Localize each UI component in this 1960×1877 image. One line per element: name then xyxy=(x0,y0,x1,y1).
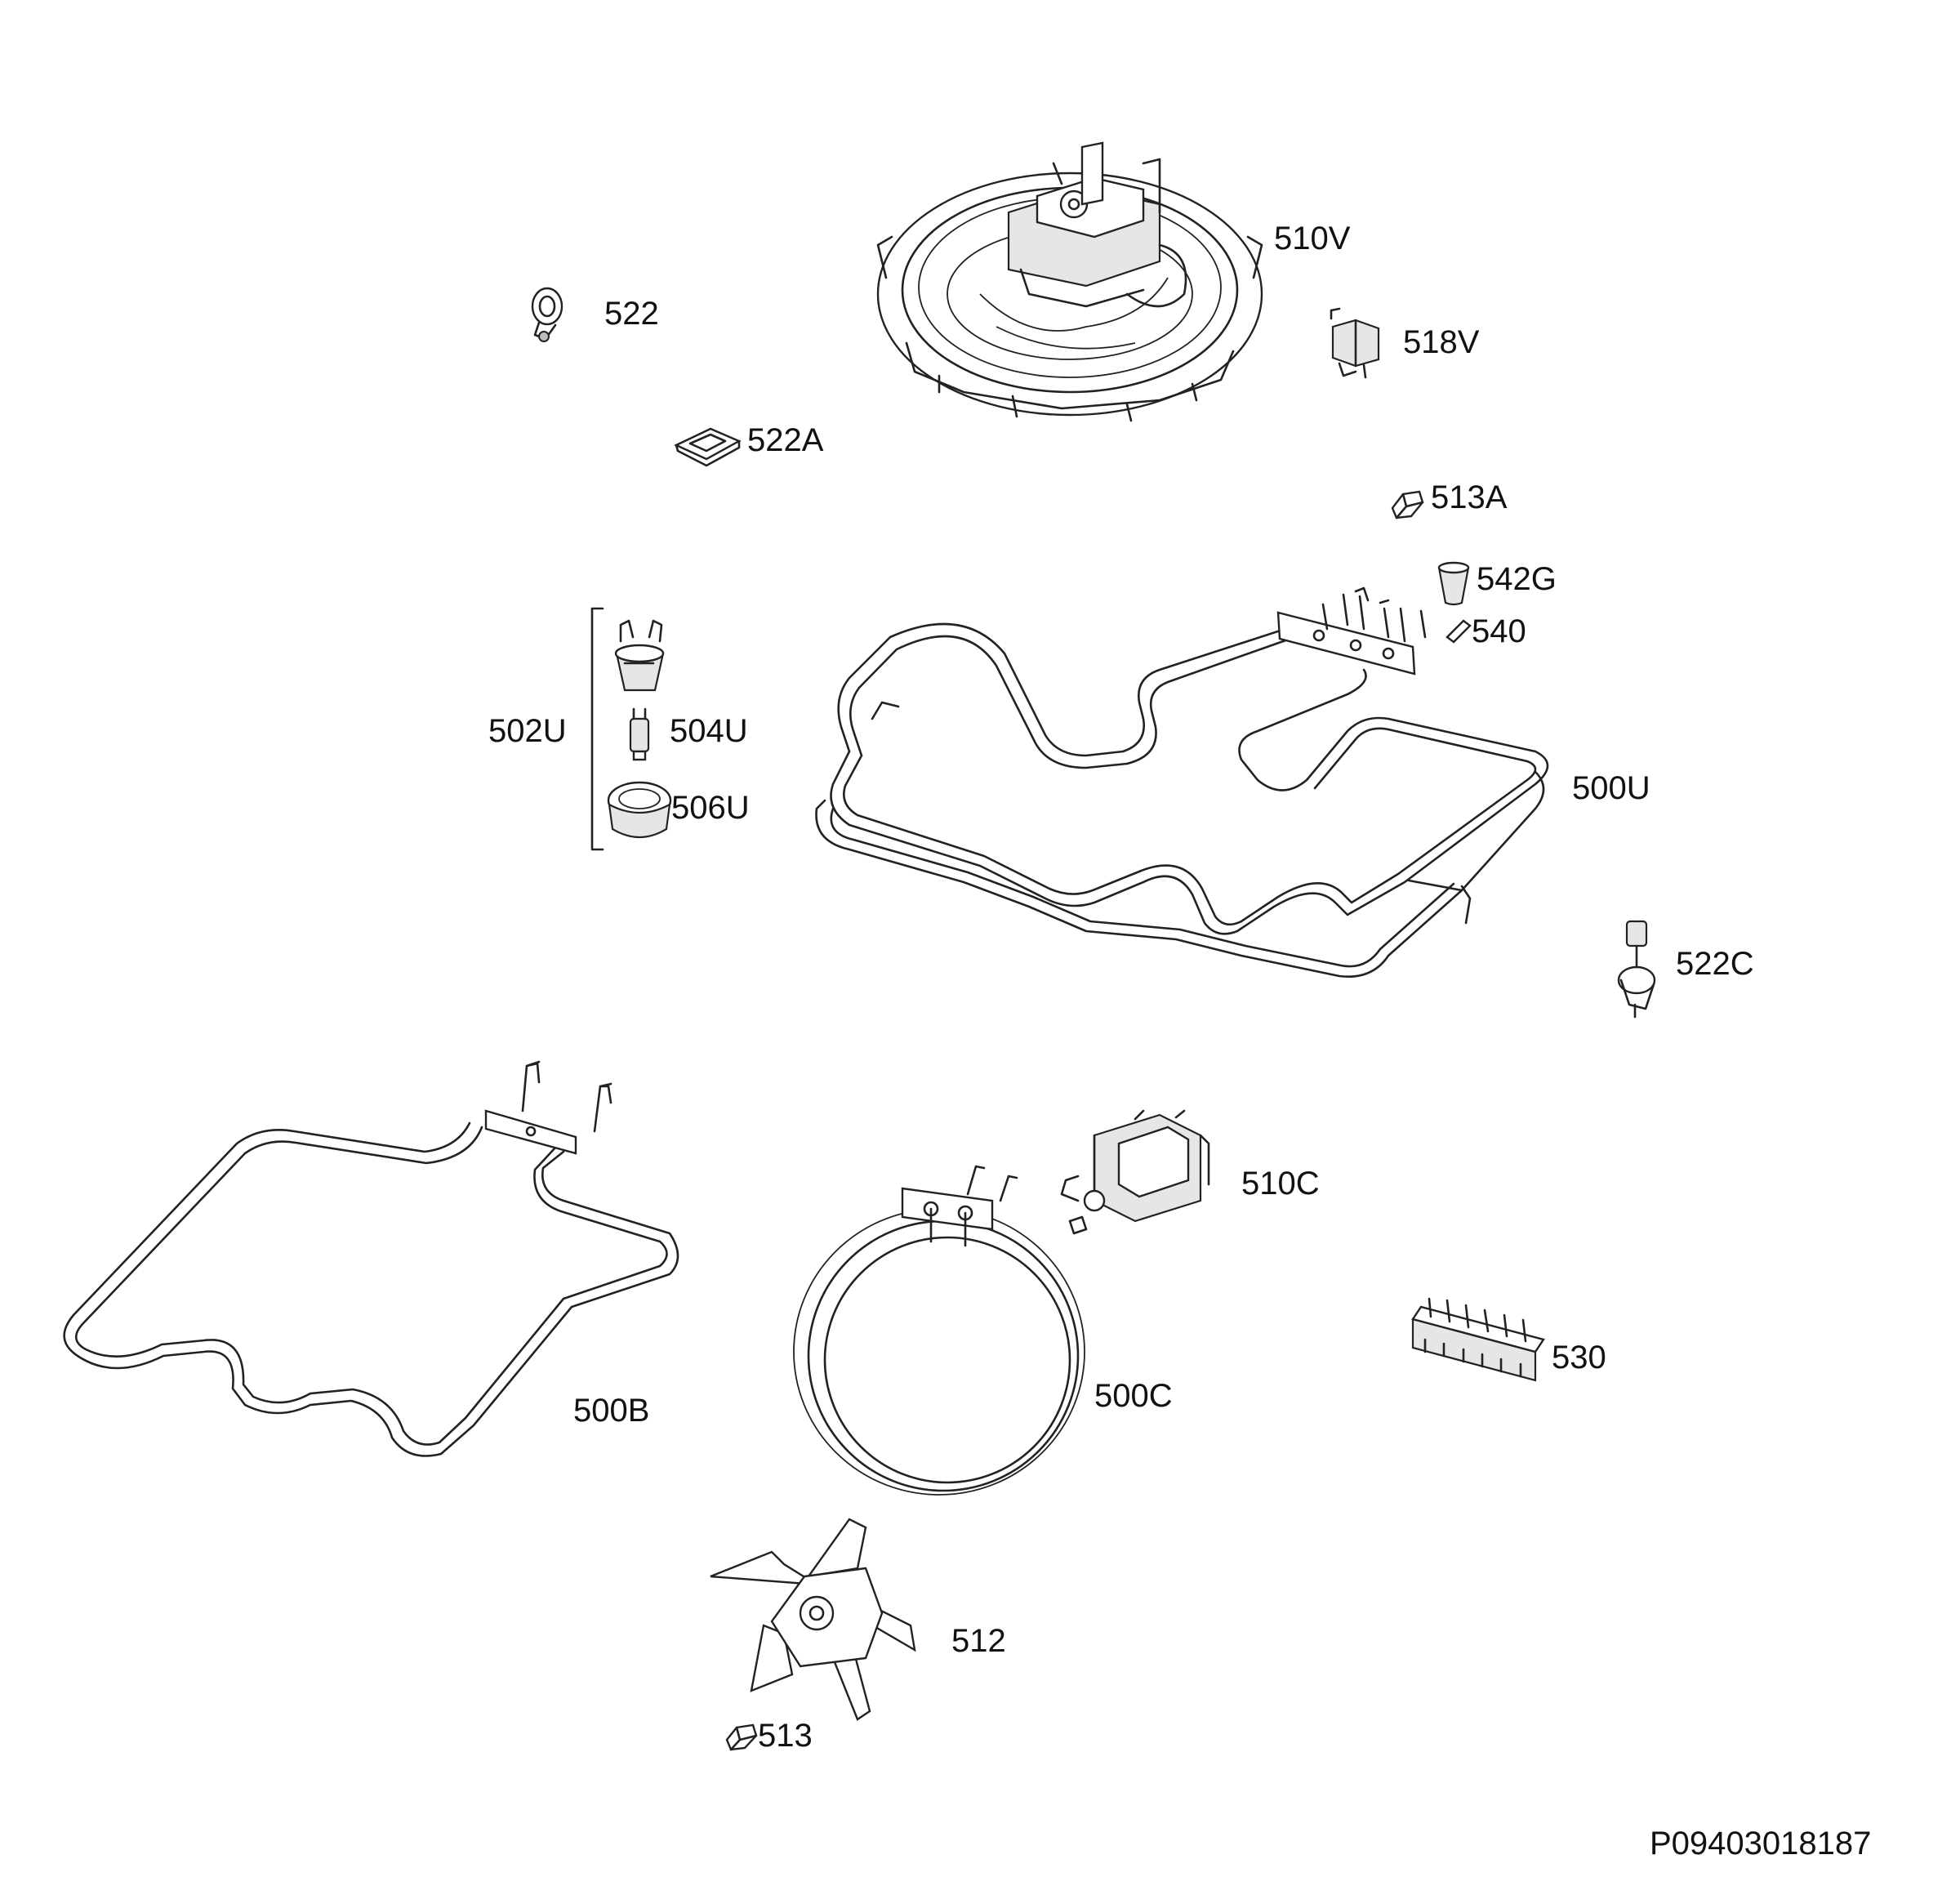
label-530: 530 xyxy=(1552,1340,1606,1375)
part-512-fan-blade xyxy=(710,1518,916,1721)
part-530-terminal-block xyxy=(1411,1297,1545,1382)
part-500c-ring-element xyxy=(793,1165,1085,1496)
label-522c: 522C xyxy=(1676,946,1754,982)
label-500b: 500B xyxy=(573,1393,649,1429)
label-522: 522 xyxy=(604,296,659,332)
part-522-clamp xyxy=(531,287,564,342)
label-510c: 510C xyxy=(1241,1166,1320,1202)
label-518v: 518V xyxy=(1403,324,1480,360)
label-504u: 504U xyxy=(670,713,748,749)
label-513: 513 xyxy=(758,1718,813,1754)
part-518v-bracket xyxy=(1330,307,1380,379)
part-510c-motor xyxy=(1060,1109,1210,1235)
part-506u-glass-cover xyxy=(607,781,672,838)
label-510v: 510V xyxy=(1274,221,1351,256)
part-504u-lamp xyxy=(629,707,650,761)
label-512: 512 xyxy=(951,1623,1006,1659)
diagram-code: P09403018187 xyxy=(1650,1826,1871,1861)
part-513a-nut xyxy=(1391,490,1424,519)
part-510v-fan-housing xyxy=(876,141,1263,422)
label-522a: 522A xyxy=(747,422,824,458)
part-542g-cap xyxy=(1437,561,1470,606)
label-513a: 513A xyxy=(1431,479,1508,515)
part-540-pin xyxy=(1446,619,1472,644)
part-522c-sensor xyxy=(1617,920,1656,1019)
part-502u-lamp-holder xyxy=(614,619,665,692)
part-500u-grill-element xyxy=(815,586,1549,978)
group-bracket-502u xyxy=(590,607,604,851)
label-502u: 502U xyxy=(488,713,567,749)
label-542g: 542G xyxy=(1477,561,1557,597)
label-500u: 500U xyxy=(1572,770,1650,806)
part-522a-plate xyxy=(674,427,742,467)
label-540: 540 xyxy=(1472,613,1526,649)
part-500b-bottom-element xyxy=(63,1060,679,1457)
part-513-nut xyxy=(725,1723,758,1751)
label-506u: 506U xyxy=(671,790,750,826)
label-500c: 500C xyxy=(1094,1378,1173,1414)
